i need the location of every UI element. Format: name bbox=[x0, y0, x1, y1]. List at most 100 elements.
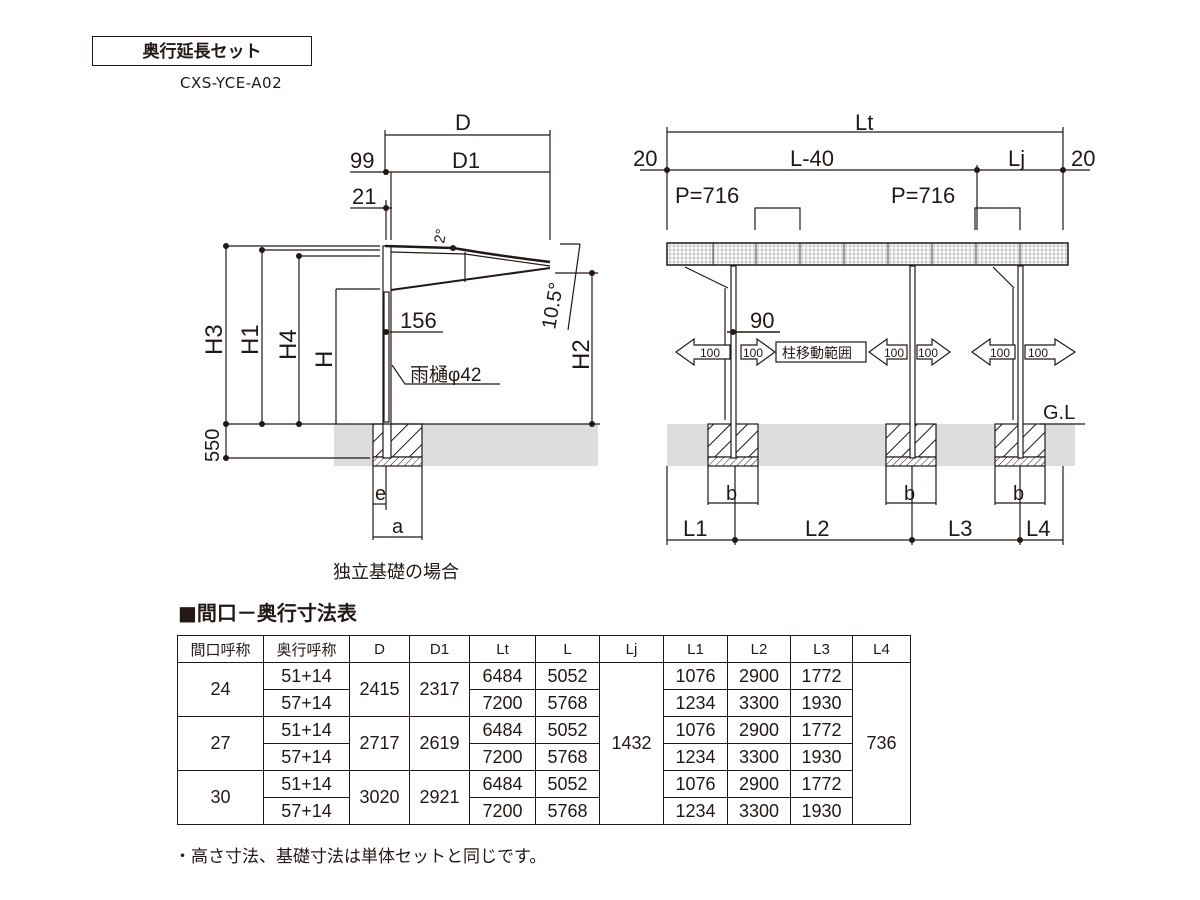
roof-panel bbox=[666, 242, 1069, 266]
label-edge-left: 20 bbox=[633, 146, 657, 171]
post-2 bbox=[909, 265, 916, 459]
label-GL: G.L bbox=[1043, 402, 1075, 424]
cell-L2: 2900 bbox=[727, 662, 791, 690]
label-D: D bbox=[455, 110, 471, 135]
cell-L2: 2900 bbox=[727, 716, 791, 744]
caption-independent-foundation: 独立基礎の場合 bbox=[333, 562, 459, 582]
cell-L3: 1930 bbox=[790, 797, 853, 825]
label-90: 90 bbox=[750, 308, 774, 333]
label-Lj: Lj bbox=[1008, 146, 1025, 171]
cell-L2: 3300 bbox=[727, 797, 791, 825]
cell-D: 3020 bbox=[349, 770, 410, 825]
column-header: 間口呼称 bbox=[177, 635, 264, 663]
cell-L: 5052 bbox=[535, 716, 600, 744]
cell-L1: 1234 bbox=[663, 689, 728, 717]
label-D1: D1 bbox=[452, 148, 480, 173]
label-shift: 100 bbox=[884, 346, 904, 360]
label-H: H bbox=[311, 351, 338, 368]
column-header: L1 bbox=[663, 635, 728, 663]
cell-D: 2415 bbox=[349, 662, 410, 717]
label-H2: H2 bbox=[568, 339, 595, 370]
label-550: 550 bbox=[202, 429, 224, 462]
label-shift: 100 bbox=[1028, 346, 1048, 360]
label-H1: H1 bbox=[237, 324, 264, 355]
label-shift: 100 bbox=[743, 346, 763, 360]
side-view: D D1 99 21 2° 10.5° H3 H1 H4 H H2 550 15… bbox=[201, 110, 600, 582]
cell-L3: 1930 bbox=[790, 689, 853, 717]
cell-L1: 1076 bbox=[663, 716, 728, 744]
cell-L: 5052 bbox=[535, 770, 600, 798]
label-L2: L2 bbox=[805, 516, 829, 541]
label-edge-right: 20 bbox=[1071, 146, 1095, 171]
label-pitch-1: P=716 bbox=[675, 183, 739, 208]
label-angle-2: 2° bbox=[431, 228, 450, 245]
cell-Lt: 6484 bbox=[469, 662, 536, 690]
label-pitch-2: P=716 bbox=[891, 183, 955, 208]
cell-L: 5768 bbox=[535, 797, 600, 825]
label-Lt: Lt bbox=[855, 110, 873, 135]
label-gutter: 雨樋φ42 bbox=[410, 364, 481, 386]
cell-D1: 2317 bbox=[409, 662, 470, 717]
cell-Lt: 7200 bbox=[469, 797, 536, 825]
cell-L3: 1772 bbox=[790, 662, 853, 690]
column-header: L2 bbox=[727, 635, 791, 663]
foundation bbox=[372, 423, 423, 458]
table-title: ■間口－奥行寸法表 bbox=[178, 601, 357, 625]
label-shift: 100 bbox=[700, 346, 720, 360]
column-header: D bbox=[349, 635, 410, 663]
label-b: b bbox=[726, 483, 737, 505]
cell-L3: 1772 bbox=[790, 716, 853, 744]
cell-L1: 1234 bbox=[663, 797, 728, 825]
cell-L2: 3300 bbox=[727, 743, 791, 771]
cell-L2: 2900 bbox=[727, 770, 791, 798]
label-99: 99 bbox=[350, 148, 374, 173]
set-title: 奥行延長セット bbox=[92, 36, 312, 66]
cell-width: 24 bbox=[177, 662, 264, 717]
label-shift: 100 bbox=[990, 346, 1010, 360]
label-H3: H3 bbox=[201, 324, 228, 355]
cell-depth: 51+14 bbox=[263, 770, 350, 798]
table-note: ・高さ寸法、基礎寸法は単体セットと同じです。 bbox=[174, 847, 547, 867]
label-b: b bbox=[904, 483, 915, 505]
cell-L: 5052 bbox=[535, 662, 600, 690]
cell-Lt: 6484 bbox=[469, 716, 536, 744]
label-L3: L3 bbox=[948, 516, 972, 541]
cell-L: 5768 bbox=[535, 743, 600, 771]
column-header: Lt bbox=[469, 635, 536, 663]
model-code: CXS-YCE-A02 bbox=[180, 74, 283, 92]
cell-L1: 1076 bbox=[663, 770, 728, 798]
cell-L1: 1076 bbox=[663, 662, 728, 690]
shift-arrows bbox=[674, 337, 1077, 367]
label-L40: L-40 bbox=[790, 146, 834, 171]
cell-depth: 57+14 bbox=[263, 689, 350, 717]
column-header: L bbox=[535, 635, 600, 663]
cell-L2: 3300 bbox=[727, 689, 791, 717]
front-view: Lt 20 L-40 Lj 20 P=716 P=716 90 柱移動範囲 10… bbox=[633, 110, 1095, 545]
label-156: 156 bbox=[400, 308, 437, 333]
gutter-pipe bbox=[383, 291, 390, 423]
label-angle-10-5: 10.5° bbox=[538, 281, 568, 331]
cell-width: 27 bbox=[177, 716, 264, 771]
label-a: a bbox=[392, 516, 404, 538]
cell-L3: 1930 bbox=[790, 743, 853, 771]
cell-depth: 57+14 bbox=[263, 743, 350, 771]
post-3 bbox=[1017, 265, 1024, 459]
cell-L1: 1234 bbox=[663, 743, 728, 771]
cell-D: 2717 bbox=[349, 716, 410, 771]
cell-depth: 51+14 bbox=[263, 716, 350, 744]
column-header: D1 bbox=[409, 635, 470, 663]
label-b: b bbox=[1013, 483, 1024, 505]
column-header: L3 bbox=[790, 635, 853, 663]
cell-Lj: 1432 bbox=[599, 662, 664, 825]
cell-width: 30 bbox=[177, 770, 264, 825]
column-header: L4 bbox=[852, 635, 911, 663]
cell-depth: 51+14 bbox=[263, 662, 350, 690]
label-H4: H4 bbox=[275, 329, 302, 360]
cell-L3: 1772 bbox=[790, 770, 853, 798]
label-e: e bbox=[375, 483, 386, 505]
